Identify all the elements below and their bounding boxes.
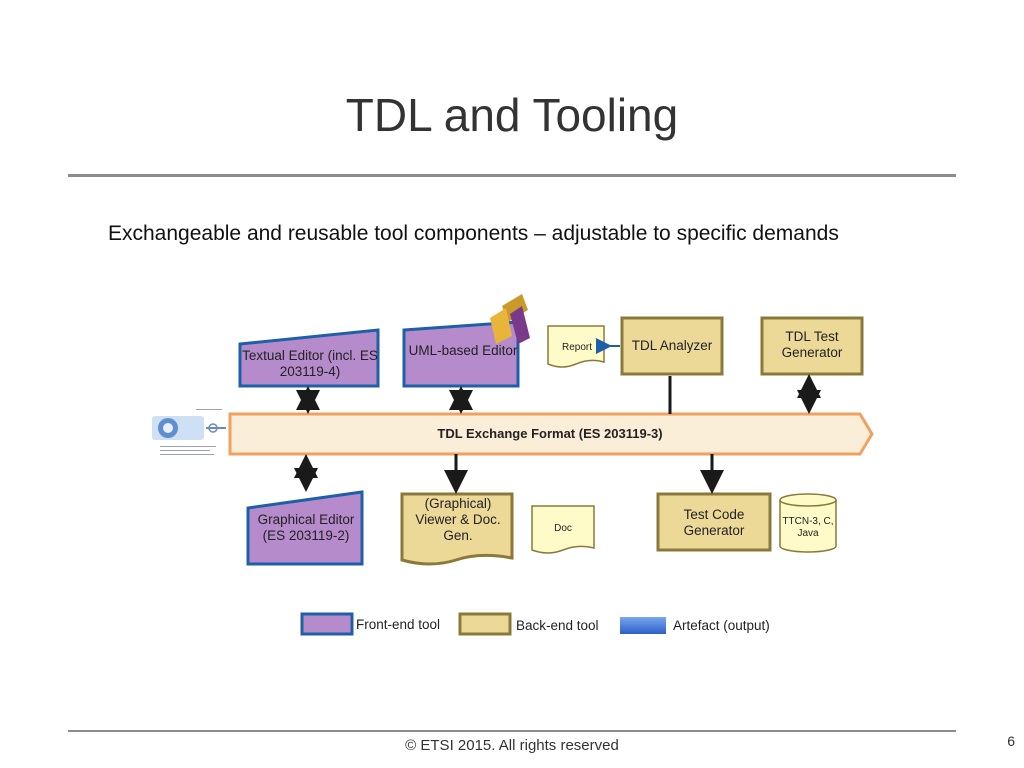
legend-back-end-label: Back-end tool xyxy=(516,618,599,633)
textual-editor-label: Textual Editor (incl. ES 203119-4) xyxy=(242,348,378,379)
textual-editor-box xyxy=(238,328,380,388)
slide-title: TDL and Tooling xyxy=(345,89,679,141)
report-artefact xyxy=(547,325,605,368)
test-code-generator-label: Test Code Generator xyxy=(683,507,745,538)
tdl-test-generator-box xyxy=(760,316,864,376)
viewer-doc-gen-box xyxy=(400,492,514,566)
viewer-doc-gen-label: (Graphical) Viewer & Doc. Gen. xyxy=(415,496,501,543)
footer-divider xyxy=(68,730,956,732)
tdl-analyzer-box xyxy=(620,316,724,376)
legend-artefact-label: Artefact (output) xyxy=(673,618,770,633)
exchange-format-band xyxy=(228,412,874,456)
uml-logo-icon xyxy=(490,294,530,344)
exchange-format-label: TDL Exchange Format (ES 203119-3) xyxy=(437,426,663,441)
uml-editor-box xyxy=(402,320,520,388)
ttcn-label: TTCN-3, C, Java xyxy=(782,516,834,539)
doc-artefact xyxy=(531,505,595,554)
tdl-test-generator-label: TDL Test Generator xyxy=(781,329,843,360)
spec-doc-line xyxy=(196,409,222,410)
spec-doc-line xyxy=(160,446,216,447)
graphical-editor-label: Graphical Editor (ES 203119-2) xyxy=(257,512,355,543)
legend-artefact-swatch xyxy=(620,617,666,634)
page-number: 6 xyxy=(1007,733,1015,749)
doc-label: Doc xyxy=(554,523,572,534)
graphical-editor-box xyxy=(246,490,364,566)
report-label: Report xyxy=(561,342,592,353)
spec-document-thumbnail xyxy=(152,406,228,458)
copyright-footer: © ETSI 2015. All rights reserved xyxy=(405,737,619,754)
slide-subtitle: Exchangeable and reusable tool component… xyxy=(108,222,839,245)
spec-doc-line xyxy=(160,450,210,451)
legend-back-end-swatch xyxy=(458,612,512,636)
tdl-analyzer-label: TDL Analyzer xyxy=(631,338,713,353)
title-divider xyxy=(68,174,956,177)
legend-front-end-swatch xyxy=(300,612,354,636)
test-code-generator-box xyxy=(656,492,772,552)
ttcn-artefact xyxy=(779,493,837,553)
legend-front-end-label: Front-end tool xyxy=(356,617,441,632)
uml-editor-label: UML-based Editor xyxy=(408,343,518,358)
spec-doc-line xyxy=(160,454,214,455)
